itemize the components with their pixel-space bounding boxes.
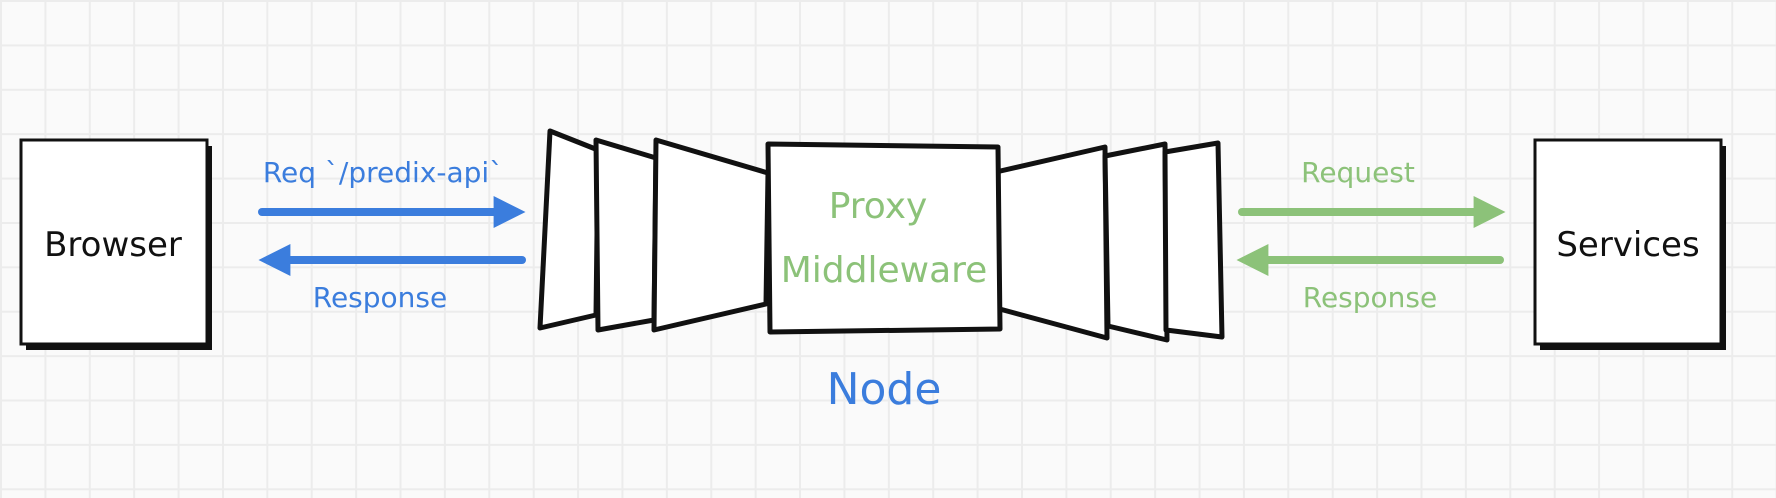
- proxy-center-box: [765, 141, 1003, 335]
- response-label-left: Response: [313, 281, 447, 314]
- services-label: Services: [1556, 225, 1699, 265]
- browser-label: Browser: [44, 225, 182, 265]
- proxy-services-arrows: Request Response: [1236, 156, 1506, 314]
- browser-box: Browser: [19, 138, 212, 350]
- response-label-right: Response: [1303, 281, 1437, 314]
- right-panel-2: [1102, 141, 1170, 343]
- left-panel-1: [537, 128, 601, 331]
- right-panel-1: [1162, 140, 1225, 340]
- node-label: Node: [827, 364, 942, 415]
- proxy-label-line2: Middleware: [781, 250, 988, 291]
- proxy-node: Proxy Middleware: [537, 128, 1225, 343]
- request-label-right: Request: [1301, 156, 1415, 189]
- left-panel-2: [593, 137, 659, 333]
- services-box: Services: [1533, 138, 1726, 350]
- proxy-label-line1: Proxy: [829, 186, 928, 227]
- right-panel-3: [993, 144, 1110, 341]
- request-label-left: Req `/predix-api`: [263, 156, 503, 189]
- left-panel-3: [651, 137, 771, 333]
- browser-proxy-arrows: Req `/predix-api` Response: [258, 156, 526, 314]
